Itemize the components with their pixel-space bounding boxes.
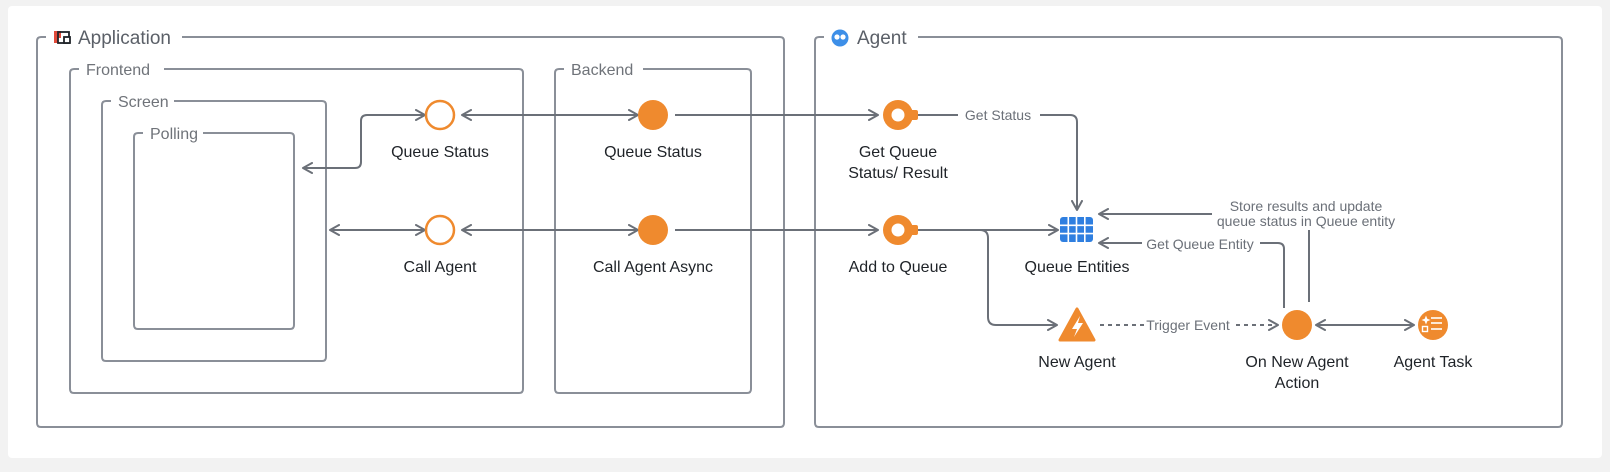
- node-label: Queue Status: [391, 144, 489, 161]
- node-label-line2: Status/ Result: [848, 165, 948, 182]
- polling-title: Polling: [150, 126, 198, 143]
- application-group: Application: [36, 28, 785, 428]
- node-label: Call Agent Async: [593, 259, 713, 276]
- node-label: Queue Entities: [1025, 259, 1130, 276]
- node-fe-queue-status[interactable]: Queue Status: [391, 99, 489, 161]
- agent-title: Agent: [857, 28, 907, 49]
- edge-label-trigger-event: Trigger Event: [1146, 317, 1230, 333]
- edge-get-queue-entity: [1098, 237, 1285, 308]
- node-agent-task[interactable]: Agent Task: [1394, 310, 1474, 371]
- application-frame: [36, 36, 785, 428]
- node-label-line1: Get Queue: [859, 144, 937, 161]
- node-fe-call-agent[interactable]: Call Agent: [404, 214, 477, 276]
- screen-title: Screen: [118, 94, 169, 111]
- application-icon: [54, 31, 71, 44]
- node-label: Call Agent: [404, 259, 477, 276]
- polling-group: Polling: [133, 126, 295, 330]
- node-add-to-queue[interactable]: Add to Queue: [849, 215, 948, 276]
- backend-frame: [554, 68, 752, 394]
- table-grid-icon: [1060, 217, 1093, 242]
- backend-group: Backend: [554, 62, 752, 394]
- node-be-queue-status[interactable]: Queue Status: [604, 100, 702, 161]
- agent-frame: [814, 36, 1563, 428]
- node-queue-entities[interactable]: Queue Entities: [1025, 217, 1130, 276]
- task-list-icon: [1418, 310, 1448, 340]
- diagram-card: [8, 6, 1602, 458]
- frontend-group: Frontend: [69, 62, 524, 394]
- edge-polling-queue-status: [302, 109, 426, 174]
- node-label: Agent Task: [1394, 354, 1474, 371]
- node-new-agent[interactable]: New Agent: [1038, 307, 1116, 371]
- filled-circle-icon: [1282, 310, 1312, 340]
- edge-label-get-status: Get Status: [965, 107, 1031, 123]
- frontend-title: Frontend: [86, 62, 150, 79]
- hollow-circle-icon: [424, 99, 456, 131]
- frontend-frame: [69, 68, 524, 394]
- hollow-circle-icon: [424, 214, 456, 246]
- backend-title: Backend: [571, 62, 633, 79]
- application-title: Application: [78, 28, 171, 49]
- agent-group: Agent: [814, 28, 1563, 428]
- queue-endpoint-icon: [883, 100, 918, 130]
- agent-logo-icon: [831, 29, 849, 47]
- edge-label-store-results-line2: queue status in Queue entity: [1217, 213, 1395, 229]
- node-label: Queue Status: [604, 144, 702, 161]
- edge-label-store-results-line1: Store results and update: [1230, 198, 1383, 214]
- node-label-line2: Action: [1275, 375, 1319, 392]
- node-label-line1: On New Agent: [1245, 354, 1349, 371]
- edge-get-status: [918, 114, 1083, 211]
- filled-circle-icon: [638, 215, 668, 245]
- edge-label-get-queue-entity: Get Queue Entity: [1146, 236, 1253, 252]
- node-label: New Agent: [1038, 354, 1116, 371]
- node-label: Add to Queue: [849, 259, 948, 276]
- queue-endpoint-icon: [883, 215, 918, 245]
- node-be-call-agent-async[interactable]: Call Agent Async: [593, 215, 713, 276]
- polling-frame: [133, 132, 295, 330]
- node-on-new-agent-action[interactable]: On New Agent Action: [1245, 310, 1349, 392]
- edge-add-to-queue-new-agent: [979, 229, 1058, 331]
- filled-circle-icon: [638, 100, 668, 130]
- node-get-queue-status[interactable]: Get Queue Status/ Result: [848, 100, 948, 182]
- screen-group: Screen: [101, 94, 327, 362]
- screen-frame: [101, 100, 327, 362]
- lightning-triangle-icon: [1058, 307, 1096, 342]
